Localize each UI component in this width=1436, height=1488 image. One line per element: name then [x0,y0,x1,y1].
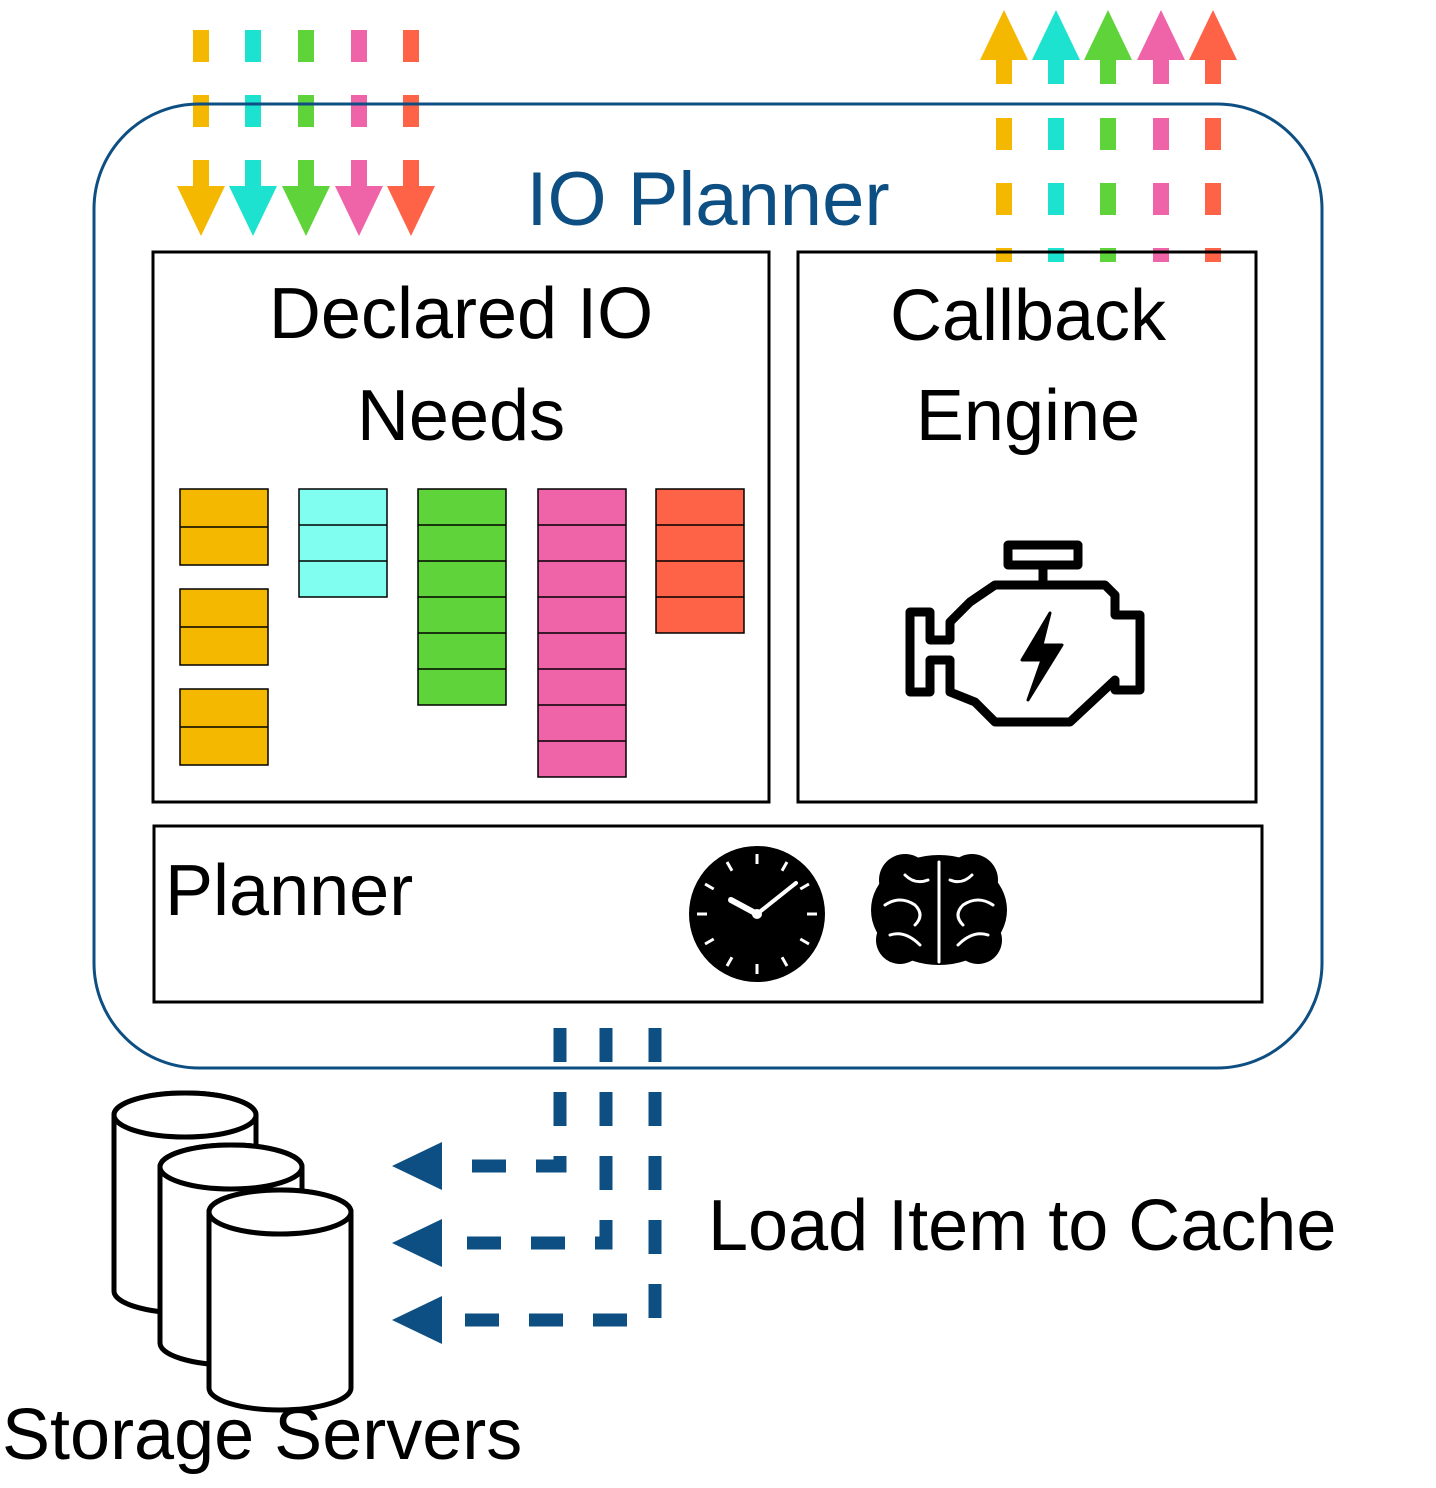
load-arrow-shaft [440,1028,662,1327]
input-arrow-neck [351,162,367,188]
callback-engine-title-line1: Callback [890,276,1167,356]
input-arrow-neck [403,162,419,188]
output-arrow-head [1084,10,1132,60]
output-arrow-head [980,10,1028,60]
load-item-arrows [392,1028,662,1344]
clock-tick [704,937,715,946]
clock-tick [704,882,715,891]
clock-tick [799,937,810,946]
io-planner-title: IO Planner [526,157,889,242]
input-arrow-head [229,186,277,236]
callback-engine-box: Callback Engine [796,250,1258,804]
declared-io-needs-box: Declared IO Needs [151,250,771,804]
io-need-block [298,488,388,598]
output-arrow-neck [1048,58,1064,84]
clock-tick [725,956,734,967]
output-arrow-head [1137,10,1185,60]
load-arrow-head [392,1219,442,1267]
clock-tick [780,956,789,967]
load-arrow-head [392,1142,442,1190]
load-item-label: Load Item to Cache [708,1186,1336,1266]
declared-io-title-line1: Declared IO [269,274,653,354]
storage-servers [111,1090,354,1413]
callback-engine-title-line2: Engine [916,376,1140,456]
output-arrow-neck [1153,58,1169,84]
load-arrow-shaft [440,1028,567,1173]
input-arrow-neck [193,162,209,188]
declared-io-title-line2: Needs [357,376,565,456]
database-icon [206,1187,354,1413]
io-planner-container [92,102,1324,1070]
planner-box: Planner [152,824,1264,1004]
engine-icon [905,540,1145,727]
clock-tick [725,861,734,872]
clock-icon [689,846,825,982]
outgoing-stream-arrows [980,10,1237,262]
brain-icon [871,854,1007,965]
clock-tick [780,861,789,872]
output-arrow-head [1189,10,1237,60]
planner-title: Planner [165,851,413,931]
input-arrow-head [335,186,383,236]
input-arrow-neck [245,162,261,188]
load-arrow-shaft [440,1028,613,1250]
output-arrow-neck [1100,58,1116,84]
input-arrow-neck [298,162,314,188]
storage-label: Storage Servers [2,1395,522,1475]
incoming-stream-arrows [177,30,435,236]
output-arrow-neck [996,58,1012,84]
input-arrow-head [177,186,225,236]
output-arrow-head [1032,10,1080,60]
input-arrow-head [387,186,435,236]
declared-io-blocks [179,488,745,778]
load-arrow-head [392,1296,442,1344]
clock-tick [799,882,810,891]
output-arrow-neck [1205,58,1221,84]
input-arrow-head [282,186,330,236]
